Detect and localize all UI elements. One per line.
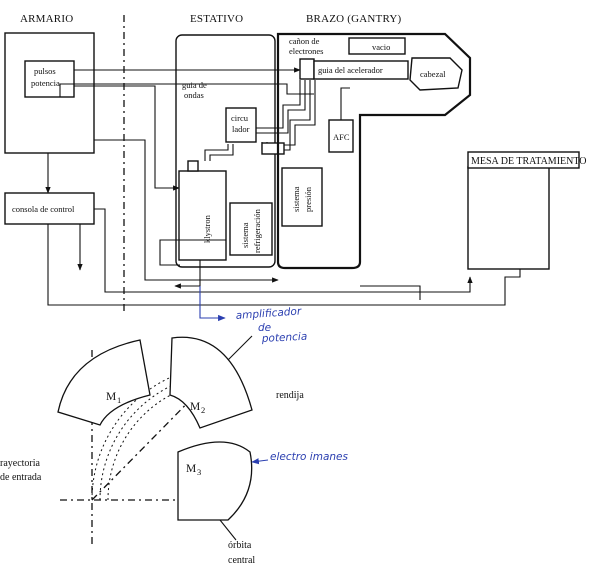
orbita-label-2: central [228,555,255,566]
trayectoria-label-1: rayectoria [0,458,41,469]
trayectoria-label-2: de entrada [0,472,42,483]
electroimanes-pointer [251,458,269,465]
line-refrig-side [159,239,226,266]
mesa-label: MESA DE TRATAMIENTO [471,156,587,167]
consola-label: consola de control [12,204,75,214]
circulador-label-2: lador [232,124,250,134]
amplificador-label-2: de [258,322,271,334]
magnet-m1 [57,339,151,426]
waveguide-path-c [256,80,301,129]
section-brazo: BRAZO (GANTRY) [306,13,402,25]
amplificador-pointer [199,286,226,322]
central-orbit-arc-3 [107,380,235,501]
cabezal-shape [409,57,463,91]
guia-acelerador-box [313,60,409,80]
m1-label: M [106,391,116,403]
afc-label: AFC [333,132,350,142]
presion-box [281,167,323,227]
pulsos-potencia-box [24,60,75,98]
amplificador-label-3: potencia [261,331,308,345]
cabezal-label: cabezal [420,69,446,79]
refrigeracion-label-1: sistema [240,222,250,248]
guia-ondas-label-1: guia de [182,80,207,90]
section-armario: ARMARIO [20,13,73,25]
line-afc-to-estativo [340,87,350,120]
amplificador-label-1: amplificador [235,305,302,322]
section-estativo: ESTATIVO [190,13,243,25]
line-gantry-to-mesa [360,285,421,300]
m3-label: M [186,463,196,475]
rendija-label: rendija [276,390,304,401]
m2-label: M [190,401,200,413]
klystron-connector [187,160,199,172]
refrigeracion-label-2: refrigeración [252,208,262,253]
canon-label-1: cañon de [289,36,320,46]
circulador-box [225,107,257,143]
electroimanes-label: electro imanes [270,451,349,463]
line-guia-to-armario [59,83,314,97]
m3-sub: 3 [197,467,201,477]
mesa-tratamiento-box [467,166,550,270]
orbita-leader [219,519,237,541]
klystron-label: klystron [202,214,212,243]
circulador-label-1: circu [231,113,249,123]
line-estativo-feed [94,139,279,283]
canon-electrones-box [299,58,315,80]
m1-sub: 1 [117,395,121,405]
line-consola-down [47,224,521,306]
guia-acelerador-label: guia del acelerador [318,65,383,75]
rendija-leader [227,335,253,361]
pulsos-label: pulsos [34,66,56,76]
canon-label-2: electrones [289,46,323,56]
potencia-label: potencia [31,78,60,88]
waveguide-path-a [204,144,229,161]
orbita-label-1: órbita [228,540,252,551]
waveguide-path-b [209,144,234,161]
magnet-m2 [169,336,253,429]
m2-sub: 2 [201,405,205,415]
magnet-m3 [177,441,253,521]
guia-ondas-label-2: ondas [184,90,204,100]
line-consola-right [94,208,473,293]
mesa-tratamiento-header [467,151,580,169]
refrigeracion-box [229,202,273,256]
waveguide-junction [261,142,285,155]
vacio-label: vacio [372,42,390,52]
gantry-outline [276,32,472,270]
presion-label-2: presión [303,186,313,212]
presion-label-1: sistema [291,186,301,212]
line-pulsos-to-klystron [74,85,180,191]
vacio-box [348,37,406,55]
klystron-box [178,170,227,261]
